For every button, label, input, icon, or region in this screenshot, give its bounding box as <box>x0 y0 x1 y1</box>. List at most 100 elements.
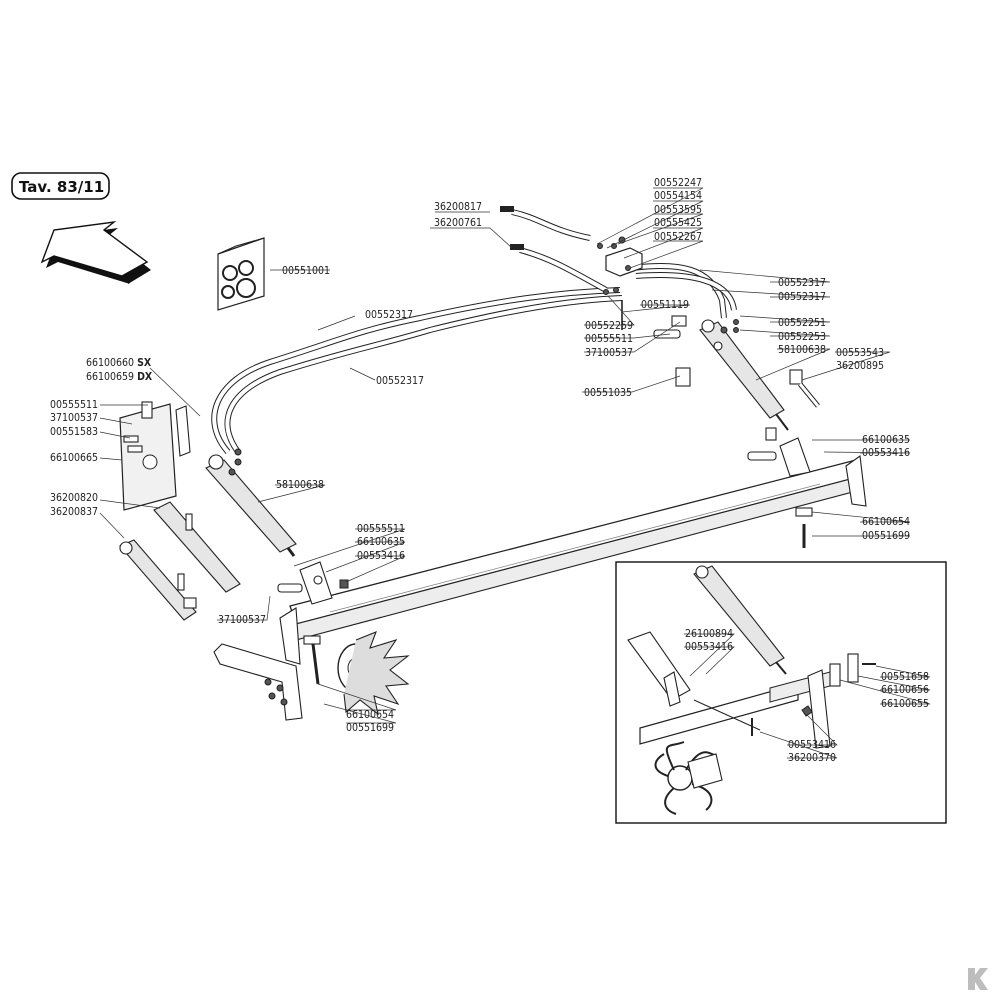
label-00551119: 00551119 <box>641 299 689 311</box>
label-00552259: 00552259 <box>585 320 633 332</box>
label-66100656: 66100656 <box>881 684 929 696</box>
svg-text:00555425: 00555425 <box>654 217 702 229</box>
svg-text:66100660 SX: 66100660 SX <box>86 357 152 369</box>
right-hydraulic-cylinder <box>653 315 820 431</box>
svg-text:66100654: 66100654 <box>862 516 910 528</box>
svg-text:66100665: 66100665 <box>50 452 98 464</box>
label-37100537-center: 37100537 <box>585 347 633 359</box>
svg-text:00552259: 00552259 <box>585 320 633 332</box>
label-00553543: 00553543 <box>836 347 884 359</box>
svg-text:36200895: 36200895 <box>836 360 884 372</box>
label-66100660: 66100660 <box>86 357 134 369</box>
label-66100659: 66100659 <box>86 371 134 383</box>
svg-text:66100655: 66100655 <box>881 698 929 710</box>
label-00552253: 00552253 <box>778 331 826 343</box>
valve-block-drawing <box>597 236 643 330</box>
label-00552317-bottom: 00552317 <box>376 375 424 387</box>
svg-text:00552253: 00552253 <box>778 331 826 343</box>
inset-detail-panel <box>615 561 947 824</box>
left-hydraulic-cylinder <box>205 448 297 557</box>
rotor-wheel <box>337 631 410 716</box>
label-36200817: 36200817 <box>434 201 482 213</box>
svg-text:00553416: 00553416 <box>357 550 405 562</box>
svg-text:00551699: 00551699 <box>862 530 910 542</box>
svg-text:00552267: 00552267 <box>654 231 702 243</box>
svg-text:Tav. 83/11: Tav. 83/11 <box>19 178 104 196</box>
label-00552267: 00552267 <box>654 231 702 243</box>
svg-text:00552251: 00552251 <box>778 317 826 329</box>
label-36200370: 36200370 <box>788 752 836 764</box>
main-beam <box>279 455 867 665</box>
svg-text:00552317: 00552317 <box>376 375 424 387</box>
label-66100665: 66100665 <box>50 452 98 464</box>
label-58100638-right: 58100638 <box>778 344 826 356</box>
svg-text:26100894: 26100894 <box>685 628 733 640</box>
label-66100655: 66100655 <box>881 698 929 710</box>
svg-text:00552317: 00552317 <box>365 309 413 321</box>
svg-text:36200820: 36200820 <box>50 492 98 504</box>
svg-text:00551035: 00551035 <box>584 387 632 399</box>
label-00554154: 00554154 <box>654 190 702 202</box>
svg-text:66100656: 66100656 <box>881 684 929 696</box>
svg-text:00551119: 00551119 <box>641 299 689 311</box>
label-66100654-right: 66100654 <box>862 516 910 528</box>
label-00551699-mid: 00551699 <box>346 722 394 734</box>
svg-text:00553543: 00553543 <box>836 347 884 359</box>
svg-text:37100537: 37100537 <box>50 412 98 424</box>
label-dx: DX <box>137 371 153 383</box>
label-00555425: 00555425 <box>654 217 702 229</box>
left-mount-plate <box>119 401 191 511</box>
svg-text:00552317: 00552317 <box>778 277 826 289</box>
label-00551583: 00551583 <box>50 426 98 438</box>
label-66100635-right: 66100635 <box>862 434 910 446</box>
svg-text:00551699: 00551699 <box>346 722 394 734</box>
svg-text:00552247: 00552247 <box>654 177 702 189</box>
label-00551001: 00551001 <box>282 265 330 277</box>
table-reference-box: Tav. 83/11 <box>11 172 110 200</box>
svg-text:37100537: 37100537 <box>218 614 266 626</box>
svg-text:58100638: 58100638 <box>778 344 826 356</box>
svg-text:66100635: 66100635 <box>357 536 405 548</box>
svg-text:00553416: 00553416 <box>685 641 733 653</box>
label-00553416-inset: 00553416 <box>685 641 733 653</box>
svg-text:36200817: 36200817 <box>434 201 482 213</box>
beam-brackets <box>277 427 813 685</box>
top-link-drawings <box>119 501 241 621</box>
leader-lines <box>99 187 931 759</box>
tav-prefix: Tav. <box>19 178 52 196</box>
label-37100537-mid: 37100537 <box>218 614 266 626</box>
label-00553416-right: 00553416 <box>862 447 910 459</box>
label-00551658: 00551658 <box>881 671 929 683</box>
svg-text:36200761: 36200761 <box>434 217 482 229</box>
label-00552317-top: 00552317 <box>365 309 413 321</box>
corner-logo-icon <box>968 968 988 990</box>
hydraulic-hoses <box>211 206 737 454</box>
svg-text:00553595: 00553595 <box>654 204 702 216</box>
svg-text:00551001: 00551001 <box>282 265 330 277</box>
svg-text:66100635: 66100635 <box>862 434 910 446</box>
svg-text:00553416: 00553416 <box>862 447 910 459</box>
seal-kit-drawing <box>217 237 265 311</box>
label-36200837: 36200837 <box>50 506 98 518</box>
label-00552317-r1: 00552317 <box>778 277 826 289</box>
label-00553416-mid: 00553416 <box>357 550 405 562</box>
label-00551699-right: 00551699 <box>862 530 910 542</box>
label-00555511-mid: 00555511 <box>357 523 405 535</box>
label-37100537-left: 37100537 <box>50 412 98 424</box>
label-00552251: 00552251 <box>778 317 826 329</box>
label-00555511-center: 00555511 <box>585 333 633 345</box>
label-36200761: 36200761 <box>434 217 482 229</box>
label-00552247: 00552247 <box>654 177 702 189</box>
direction-arrow-icon <box>40 220 151 284</box>
svg-text:36200370: 36200370 <box>788 752 836 764</box>
label-58100638-left: 58100638 <box>276 479 324 491</box>
svg-text:66100654: 66100654 <box>346 709 394 721</box>
label-00551035: 00551035 <box>584 387 632 399</box>
svg-text:00555511: 00555511 <box>357 523 405 535</box>
label-00553595: 00553595 <box>654 204 702 216</box>
label-00555511-left: 00555511 <box>50 399 98 411</box>
label-36200820: 36200820 <box>50 492 98 504</box>
svg-text:00554154: 00554154 <box>654 190 702 202</box>
lower-left-plate <box>213 643 303 721</box>
